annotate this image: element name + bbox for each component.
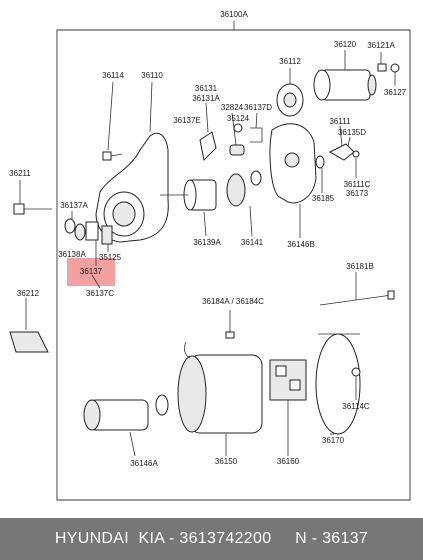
label-36121A: 36121A — [367, 41, 395, 50]
clutch-36139A-part — [160, 179, 217, 237]
label-36100A: 36100A — [220, 10, 248, 19]
label-36138A: 36138A — [58, 250, 86, 259]
label-36135D: 36135D — [338, 128, 366, 137]
bolt-36114-part — [102, 81, 123, 161]
label-36131: 36131 — [195, 84, 218, 93]
label-36137C: 36137C — [86, 289, 114, 298]
label-36137: 36137 — [80, 267, 103, 276]
label-36150: 36150 — [215, 457, 238, 466]
label-36146A: 36146A — [130, 459, 158, 468]
label-35124: 35124 — [227, 114, 250, 123]
label-36137A: 36137A — [60, 201, 88, 210]
label-36131A: 36131A — [192, 94, 220, 103]
label-36212: 36212 — [17, 289, 40, 298]
label-36185: 36185 — [312, 194, 335, 203]
nut-36121A-part — [377, 52, 387, 72]
label-36146B: 36146B — [287, 240, 315, 249]
armature-36146A-part — [83, 394, 169, 457]
part-36111-group — [328, 125, 360, 178]
bolt-36181B-part — [319, 272, 395, 306]
label-32824: 32824 — [221, 103, 244, 112]
gear-36141-part — [226, 170, 262, 237]
clip-36137D-part — [250, 112, 263, 143]
spring-35125-part — [101, 225, 113, 252]
label-36160: 36160 — [277, 457, 300, 466]
label-36137E: 36137E — [173, 116, 201, 125]
label-36114C: 36114C — [342, 402, 370, 411]
label-36110: 36110 — [141, 71, 163, 80]
lever-36131-part — [199, 102, 217, 162]
exploded-parts-diagram: 36100A 36114 36110 36112 36120 36121A 36… — [9, 10, 411, 501]
label-36181B: 36181B — [346, 262, 374, 271]
ring-36137A-part — [64, 211, 76, 234]
bracket-36146B-part — [269, 123, 317, 238]
pinion-36137-part — [85, 221, 101, 289]
label-36173: 36173 — [346, 189, 369, 198]
label-36141: 36141 — [241, 238, 264, 247]
screw-36184A-part — [225, 310, 235, 339]
label-36184A-36184C: 36184A / 36184C — [202, 297, 264, 306]
label-35125: 35125 — [99, 253, 122, 262]
washer-36185-part — [315, 155, 325, 193]
label-36139A: 36139A — [193, 238, 221, 247]
washer-36138A-part — [74, 223, 86, 241]
yoke-36150-part — [177, 341, 263, 456]
washer-35124-part — [233, 123, 243, 133]
label-36120: 36120 — [334, 40, 357, 49]
label-36137D: 36137D — [244, 103, 272, 112]
bracket-36212-part — [9, 298, 49, 353]
front-housing-36110-part — [95, 81, 169, 243]
cover-36170-part — [315, 333, 361, 435]
screw-36114C-part — [351, 367, 361, 400]
screw-36127-part — [390, 63, 400, 86]
highlight-box — [67, 258, 115, 286]
assembly-outline — [56, 29, 411, 501]
label-36170: 36170 — [322, 436, 345, 445]
part-number-footer: HYUNDAI KIA - 3613742200 N - 36137 — [0, 518, 423, 560]
label-36112: 36112 — [279, 57, 301, 66]
label-36111C: 36111C — [344, 180, 371, 189]
label-36127: 36127 — [384, 88, 407, 97]
label-36111: 36111 — [329, 117, 351, 126]
brush-holder-36160-part — [269, 359, 307, 456]
stud-36211-part — [13, 180, 52, 215]
plate-36112-part — [276, 68, 304, 117]
solenoid-36120-part — [313, 50, 377, 101]
label-36211: 36211 — [9, 169, 31, 178]
label-36114: 36114 — [102, 71, 124, 80]
